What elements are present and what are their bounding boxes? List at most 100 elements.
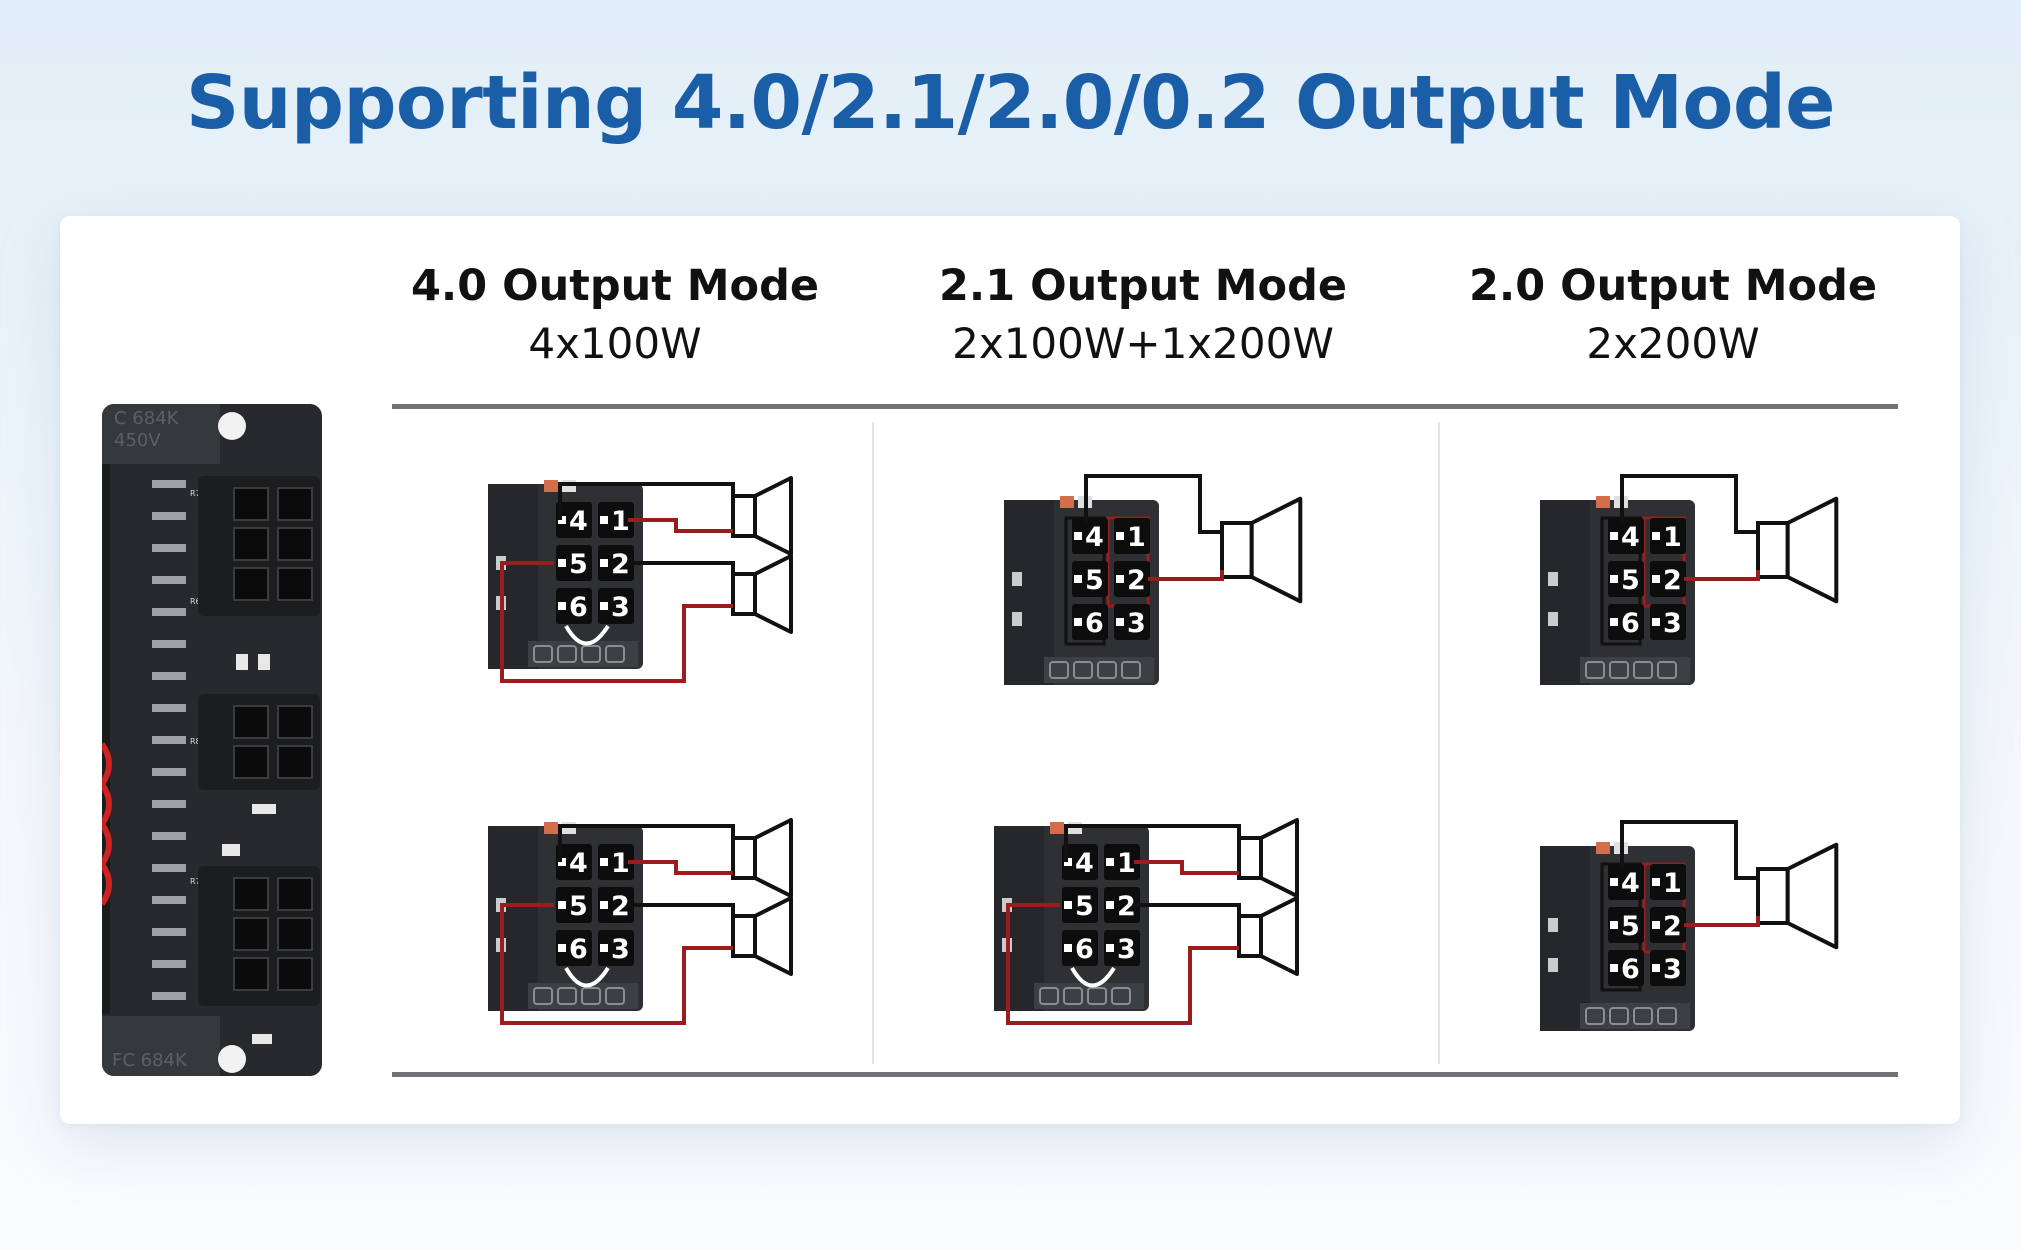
pin-label: 6 bbox=[569, 934, 588, 965]
speaker-icon bbox=[1756, 496, 1839, 604]
speaker-icon bbox=[1237, 896, 1299, 976]
pin-label: 1 bbox=[1117, 848, 1136, 879]
mode-header-2-0: 2.0 Output Mode 2x200W bbox=[1413, 258, 1933, 374]
pin-label: 3 bbox=[1663, 608, 1682, 639]
pin-label: 4 bbox=[1621, 868, 1640, 899]
pin-label: 5 bbox=[1075, 891, 1094, 922]
black-wire bbox=[628, 561, 735, 584]
red-wire bbox=[500, 903, 733, 1025]
pin-label: 4 bbox=[569, 506, 588, 537]
pin-label: 6 bbox=[1621, 954, 1640, 985]
pin-cell: 2 bbox=[1104, 887, 1140, 923]
pin-cell: 4 bbox=[1608, 518, 1644, 554]
pin-label: 2 bbox=[611, 891, 630, 922]
red-wire bbox=[628, 860, 733, 875]
black-wire bbox=[1134, 903, 1241, 926]
red-wire bbox=[500, 561, 733, 683]
pin-cell: 1 bbox=[1104, 844, 1140, 880]
pin-cell: 3 bbox=[598, 930, 634, 966]
pin-cell: 4 bbox=[1072, 518, 1108, 554]
speaker-icon bbox=[731, 554, 793, 634]
pin-label: 5 bbox=[1085, 565, 1104, 596]
black-wire bbox=[558, 482, 735, 520]
pin-label: 1 bbox=[1127, 522, 1146, 553]
pin-cell: 2 bbox=[598, 545, 634, 581]
pin-label: 5 bbox=[1621, 911, 1640, 942]
black-wire bbox=[1064, 824, 1241, 862]
header-divider bbox=[392, 404, 1898, 409]
mode-power: 2x100W+1x200W bbox=[952, 319, 1334, 368]
pin-label: 3 bbox=[611, 592, 630, 623]
pin-label: 5 bbox=[569, 549, 588, 580]
column-divider bbox=[872, 422, 874, 1064]
pin-cell: 6 bbox=[556, 588, 592, 624]
pin-cell: 6 bbox=[1608, 950, 1644, 986]
footer-divider bbox=[392, 1072, 1898, 1077]
mode-power: 4x100W bbox=[528, 319, 702, 368]
mode-name: 2.0 Output Mode bbox=[1468, 261, 1878, 311]
speaker-icon bbox=[731, 818, 793, 898]
pin-cell: 1 bbox=[598, 844, 634, 880]
black-wire bbox=[1084, 474, 1222, 534]
pin-label: 4 bbox=[1075, 848, 1094, 879]
pin-cell: 2 bbox=[1114, 561, 1150, 597]
pin-cell: 5 bbox=[556, 887, 592, 923]
speaker-icon bbox=[1220, 496, 1303, 604]
pin-label: 4 bbox=[1085, 522, 1104, 553]
pin-label: 6 bbox=[1085, 608, 1104, 639]
red-wire bbox=[1134, 860, 1239, 875]
mode-header-4-0: 4.0 Output Mode 4x100W bbox=[355, 258, 875, 374]
pin-label: 5 bbox=[1621, 565, 1640, 596]
pin-cell: 3 bbox=[1650, 950, 1686, 986]
column-divider bbox=[1438, 422, 1440, 1064]
pin-label: 1 bbox=[611, 848, 630, 879]
pin-cell: 2 bbox=[1650, 561, 1686, 597]
speaker-icon bbox=[1237, 818, 1299, 898]
board-top-text: C 684K bbox=[114, 408, 180, 429]
pin-cell: 4 bbox=[1608, 864, 1644, 900]
red-wire bbox=[628, 518, 733, 533]
pin-label: 1 bbox=[1663, 868, 1682, 899]
pin-label: 4 bbox=[1621, 522, 1640, 553]
speaker-icon bbox=[1756, 842, 1839, 950]
jumper-loop bbox=[1070, 966, 1116, 988]
pin-label: 5 bbox=[569, 891, 588, 922]
mode-name: 2.1 Output Mode bbox=[938, 261, 1348, 311]
pin-cell: 2 bbox=[598, 887, 634, 923]
black-wire bbox=[1620, 820, 1758, 880]
pin-cell: 5 bbox=[1072, 561, 1108, 597]
pin-cell: 5 bbox=[1608, 561, 1644, 597]
pin-label: 2 bbox=[1663, 565, 1682, 596]
pin-cell: 3 bbox=[1114, 604, 1150, 640]
pin-cell: 3 bbox=[1650, 604, 1686, 640]
pin-cell: 2 bbox=[1650, 907, 1686, 943]
pin-cell: 5 bbox=[1062, 887, 1098, 923]
board-voltage-text: 450V bbox=[114, 430, 161, 451]
pin-label: 2 bbox=[1663, 911, 1682, 942]
black-wire bbox=[558, 824, 735, 862]
pin-cell: 3 bbox=[1104, 930, 1140, 966]
black-wire bbox=[1620, 474, 1758, 534]
svg-text:R70: R70 bbox=[190, 489, 206, 498]
pin-label: 1 bbox=[1663, 522, 1682, 553]
speaker-icon bbox=[731, 476, 793, 556]
pin-cell: 3 bbox=[598, 588, 634, 624]
red-wire bbox=[1684, 570, 1760, 581]
pin-label: 2 bbox=[611, 549, 630, 580]
pin-cell: 1 bbox=[1114, 518, 1150, 554]
pin-cell: 6 bbox=[1608, 604, 1644, 640]
pin-cell: 4 bbox=[556, 502, 592, 538]
pin-label: 2 bbox=[1117, 891, 1136, 922]
pin-cell: 1 bbox=[1650, 864, 1686, 900]
pin-cell: 5 bbox=[1608, 907, 1644, 943]
pin-label: 3 bbox=[1663, 954, 1682, 985]
pin-label: 3 bbox=[611, 934, 630, 965]
mode-power: 2x200W bbox=[1586, 319, 1760, 368]
